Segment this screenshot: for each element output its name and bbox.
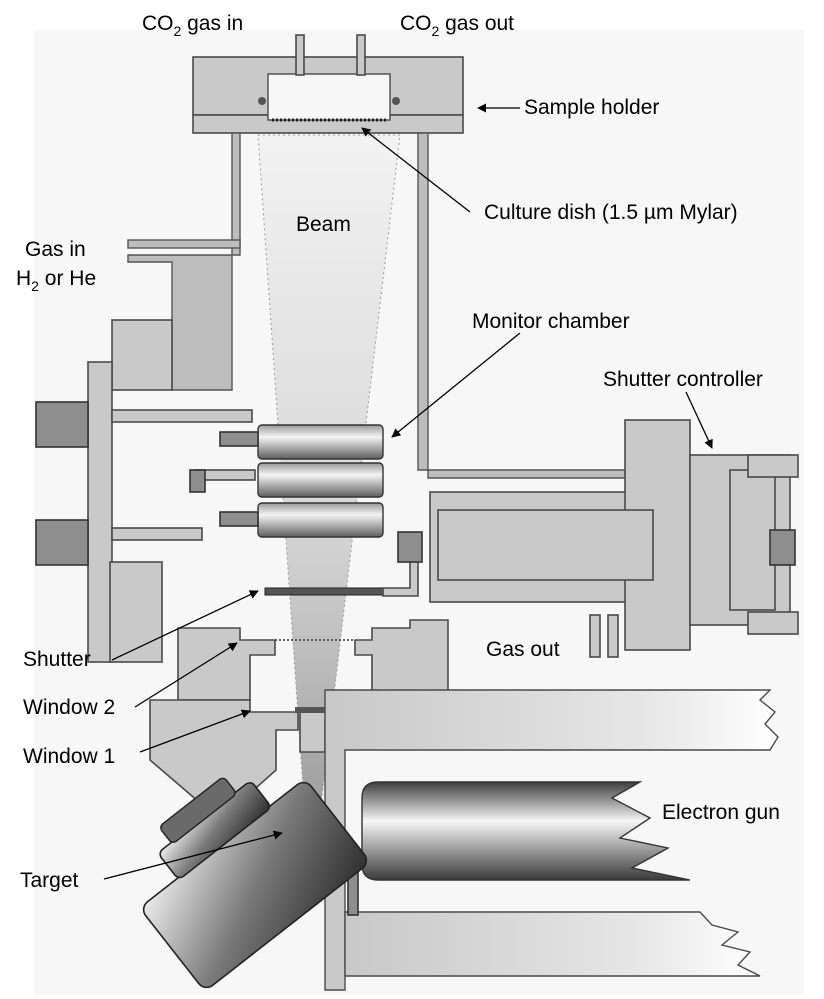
monitor-chamber	[189, 424, 384, 538]
window-2-label: Window 2	[23, 696, 115, 719]
shutter-controller-label: Shutter controller	[603, 368, 763, 391]
gas-out-label: Gas out	[486, 638, 560, 661]
co2-gas-in-label: CO2 gas in	[142, 12, 243, 39]
electron-gun-label: Electron gun	[662, 801, 780, 824]
culture-dish-label: Culture dish (1.5 µm Mylar)	[484, 201, 738, 224]
shutter-label: Shutter	[23, 648, 91, 671]
sample-holder	[192, 34, 464, 134]
target-label: Target	[20, 869, 79, 892]
leader-lines	[103, 103, 713, 880]
shutter-assembly	[264, 531, 423, 597]
monitor-chamber-label: Monitor chamber	[472, 310, 630, 333]
window-1-label: Window 1	[23, 745, 115, 768]
electron-gun	[361, 781, 691, 881]
target-assembly	[142, 777, 368, 989]
left-feedthroughs	[35, 319, 256, 663]
gas-in-label: Gas in	[25, 238, 86, 261]
co2-gas-out-label: CO2 gas out	[400, 12, 514, 39]
sample-holder-label: Sample holder	[524, 96, 659, 119]
gas-in-type-label: H2 or He	[16, 267, 96, 294]
beam-label: Beam	[296, 213, 351, 236]
shutter-controller	[429, 419, 799, 651]
window-section	[149, 614, 619, 822]
electron-gun-assembly	[324, 689, 779, 991]
